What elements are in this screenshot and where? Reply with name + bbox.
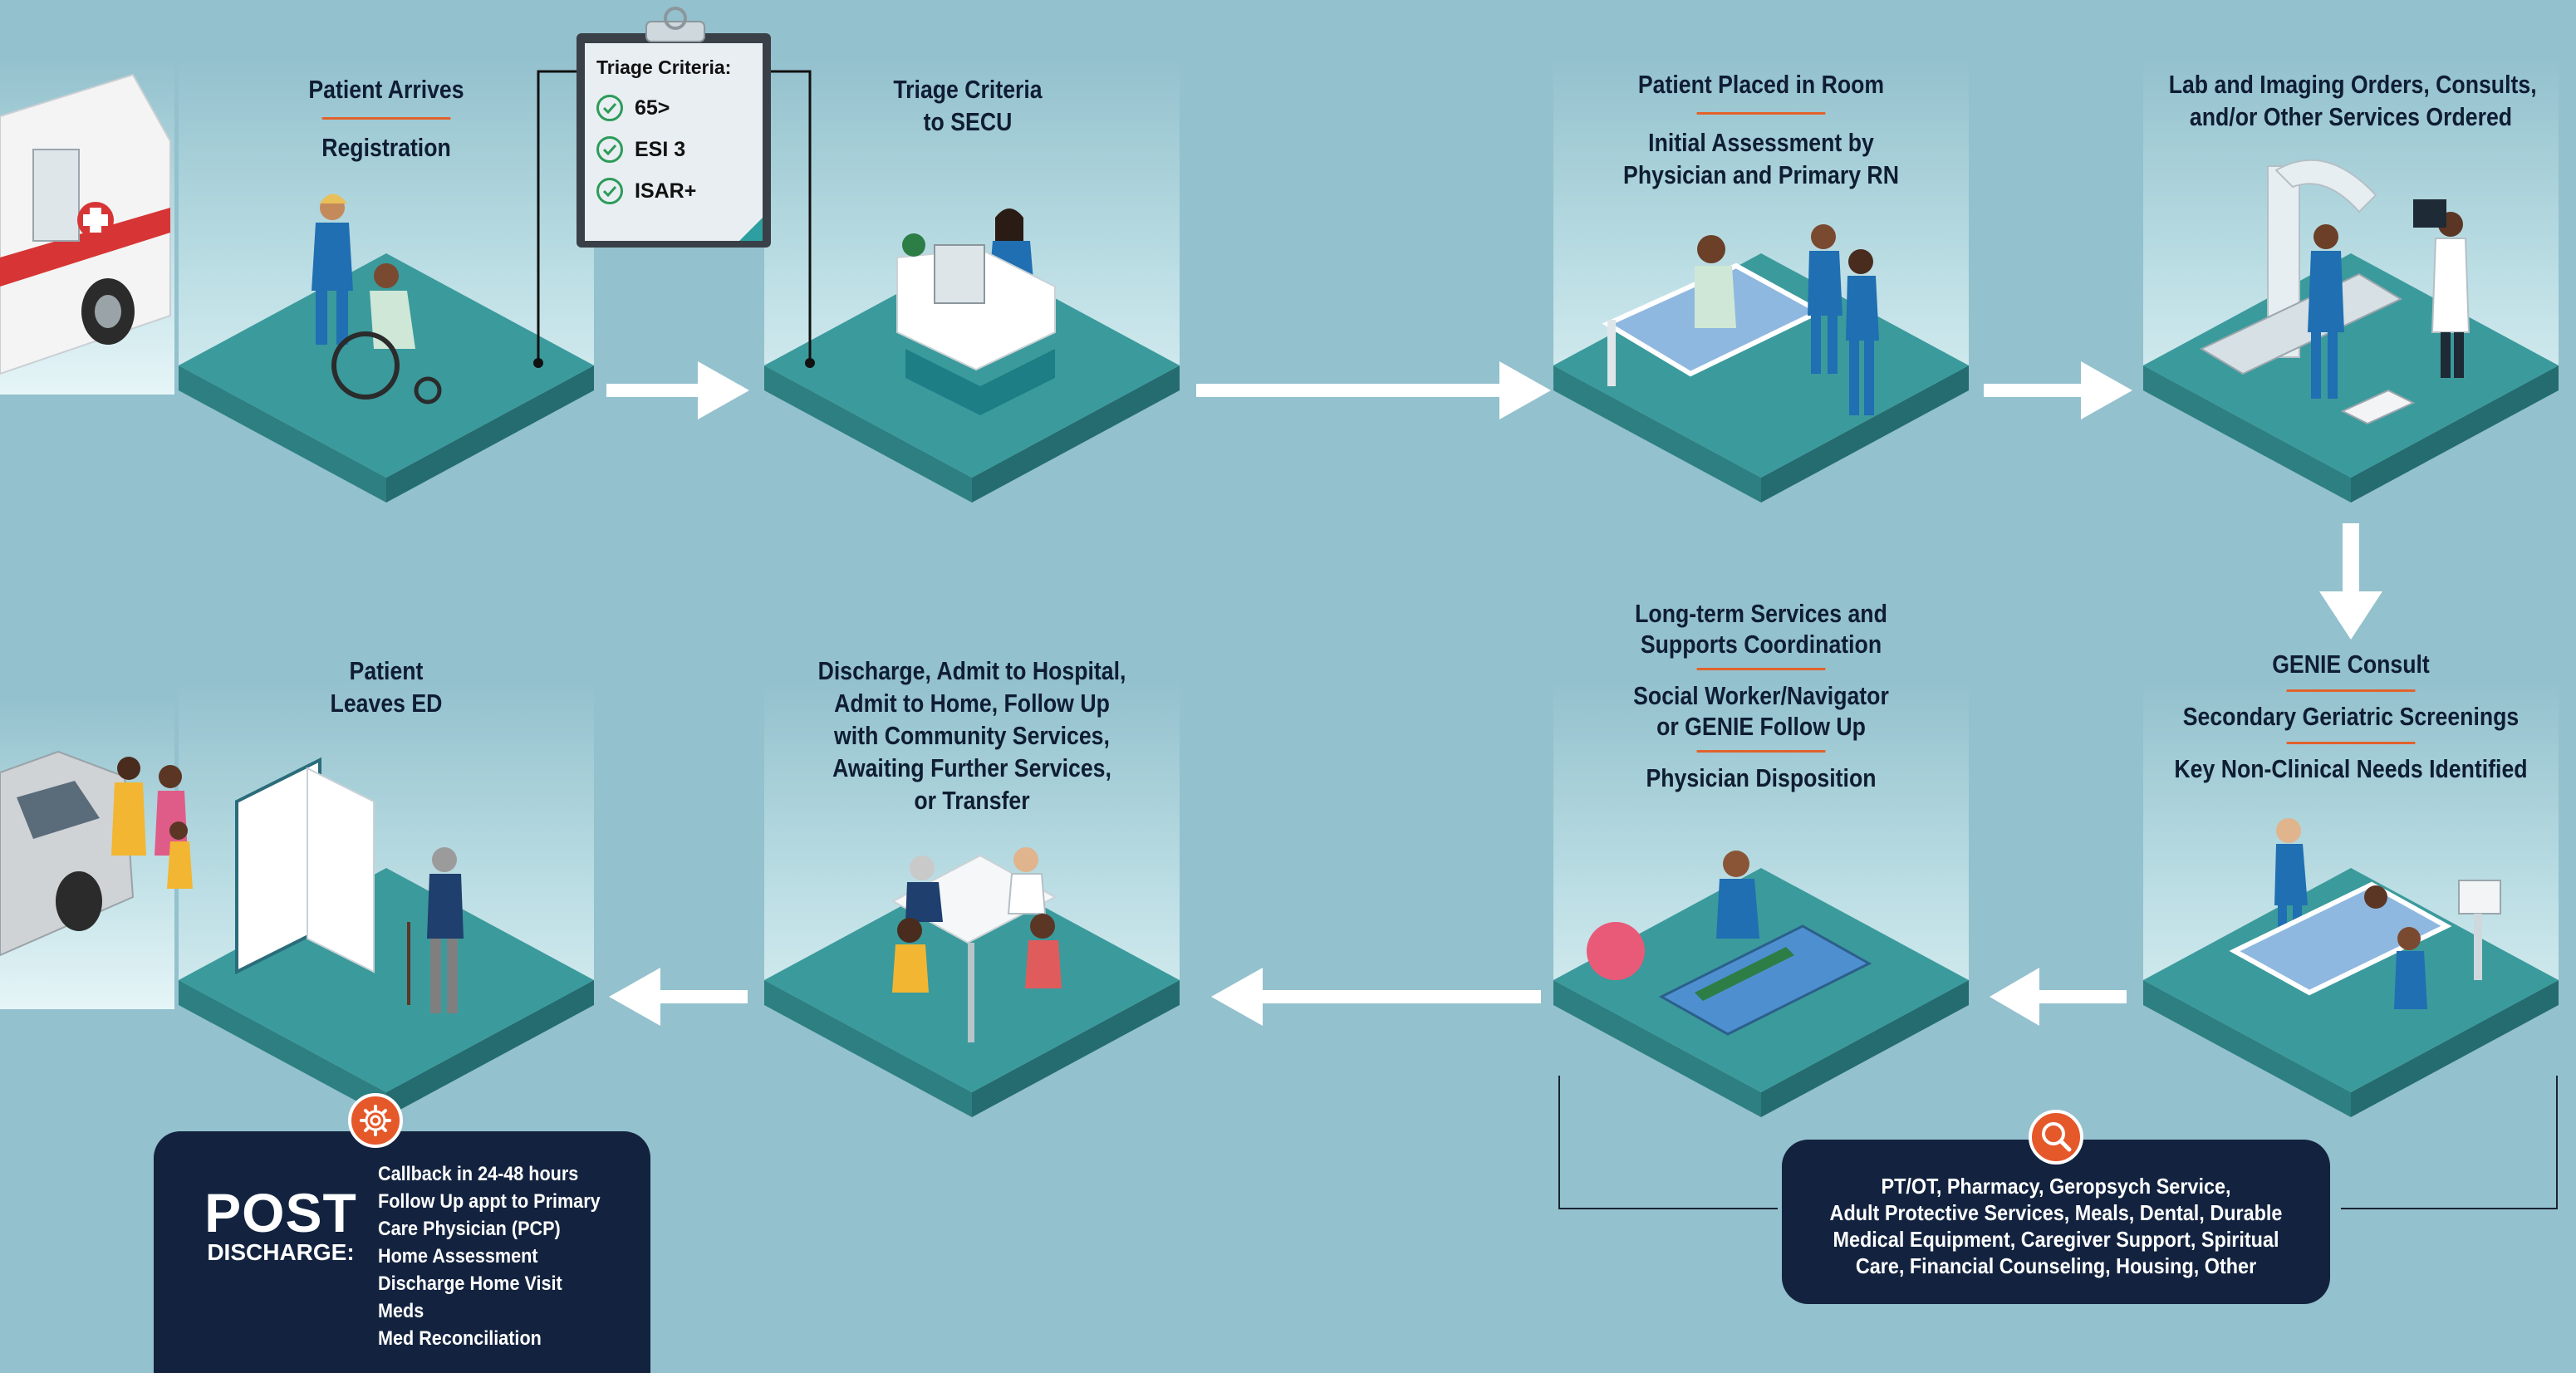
step-title: and/or Other Services Ordered bbox=[2189, 102, 2513, 131]
step-title: Lab and Imaging Orders, Consults, bbox=[2168, 70, 2537, 99]
step-patient-placed: Patient Placed in Room Initial Assessmen… bbox=[1611, 68, 1911, 191]
orange-divider bbox=[2286, 689, 2416, 692]
genie-consult-illustration bbox=[2229, 818, 2501, 1009]
step-patient-arrives: Patient Arrives Registration bbox=[243, 73, 529, 164]
step-ltss-coordination: Long-term Services and Supports Coordina… bbox=[1611, 598, 1911, 793]
triage-card-title: Triage Criteria: bbox=[596, 56, 732, 78]
imaging-illustration bbox=[2199, 159, 2471, 425]
check-circle-icon bbox=[596, 95, 623, 121]
triage-item: 65> bbox=[596, 87, 754, 129]
connector-dot bbox=[533, 358, 543, 368]
connector-dot bbox=[805, 358, 815, 368]
step-title: Patient Arrives bbox=[308, 75, 464, 104]
triage-item-label: 65> bbox=[635, 96, 670, 120]
exit-door-illustration bbox=[235, 757, 464, 1013]
triage-connector-lines bbox=[537, 70, 812, 363]
triage-item-label: ESI 3 bbox=[635, 137, 686, 161]
triage-card: Triage Criteria: 65> ESI 3 ISAR+ bbox=[596, 56, 754, 212]
ambulance-illustration bbox=[0, 73, 171, 375]
triage-item-label: ISAR+ bbox=[635, 179, 697, 203]
step-subtitle: Social Worker/Navigator bbox=[1633, 681, 1889, 710]
step-subtitle: or GENIE Follow Up bbox=[1656, 712, 1866, 741]
step-patient-leaves: Patient Leaves ED bbox=[243, 655, 529, 719]
search-icon bbox=[2029, 1110, 2083, 1165]
post-label: POST bbox=[204, 1182, 357, 1243]
step-subtitle: Secondary Geriatric Screenings bbox=[2182, 702, 2520, 731]
orange-divider bbox=[321, 117, 451, 120]
services-box: PT/OT, Pharmacy, Geropsych Service, Adul… bbox=[1782, 1140, 2330, 1304]
step-title: Triage Criteria bbox=[893, 75, 1043, 104]
step-title: Leaves ED bbox=[330, 689, 443, 718]
step-triage-secu: Triage Criteria to SECU bbox=[825, 73, 1111, 138]
step-subtitle: Initial Assessment by bbox=[1648, 128, 1874, 157]
services-bracket bbox=[1558, 1076, 2558, 1209]
post-discharge-heading: POST DISCHARGE: bbox=[202, 1182, 360, 1266]
flow-arrows bbox=[606, 361, 2382, 1026]
step-title: to SECU bbox=[923, 107, 1013, 136]
step-discharge: Discharge, Admit to Hospital, Admit to H… bbox=[797, 655, 1146, 816]
meeting-illustration bbox=[891, 847, 1062, 1042]
step-subtitle: Physician and Primary RN bbox=[1623, 160, 1899, 189]
services-line: PT/OT, Pharmacy, Geropsych Service, bbox=[1881, 1174, 2231, 1199]
step-title: Long-term Services and bbox=[1635, 599, 1887, 628]
services-list: PT/OT, Pharmacy, Geropsych Service, Adul… bbox=[1782, 1173, 2330, 1279]
step-title: Admit to Home, Follow Up bbox=[834, 689, 1110, 718]
post-discharge-list: Callback in 24-48 hours Follow Up appt t… bbox=[378, 1160, 601, 1352]
step-title: Awaiting Further Services, bbox=[832, 753, 1111, 782]
step-title: GENIE Consult bbox=[2272, 650, 2430, 679]
gear-icon bbox=[348, 1093, 403, 1148]
step-title: Supports Coordination bbox=[1640, 630, 1882, 659]
step-subtitle: Registration bbox=[321, 133, 451, 162]
list-item: Discharge Home Visit bbox=[378, 1272, 562, 1295]
list-item: Med Reconciliation bbox=[378, 1327, 542, 1350]
step-title: Patient bbox=[349, 656, 424, 685]
physical-therapy-illustration bbox=[1587, 851, 1872, 1036]
triage-item: ESI 3 bbox=[596, 129, 754, 170]
step-orders: Lab and Imaging Orders, Consults, and/or… bbox=[2168, 68, 2537, 133]
orange-divider bbox=[1696, 750, 1826, 753]
list-item: Callback in 24-48 hours bbox=[378, 1163, 579, 1185]
reception-desk-illustration bbox=[896, 208, 1056, 415]
wheelchair-patient-illustration bbox=[312, 194, 442, 405]
step-genie-consult: GENIE Consult Secondary Geriatric Screen… bbox=[2169, 650, 2534, 784]
orange-divider bbox=[1696, 112, 1826, 115]
list-item: Meds bbox=[378, 1300, 424, 1322]
step-title: with Community Services, bbox=[834, 721, 1110, 750]
orange-divider bbox=[2286, 742, 2416, 744]
step-title: or Transfer bbox=[914, 786, 1030, 815]
triage-item: ISAR+ bbox=[596, 170, 754, 212]
list-item: Home Assessment bbox=[378, 1245, 538, 1268]
step-title: Discharge, Admit to Hospital, bbox=[817, 656, 1126, 685]
services-line: Care, Financial Counseling, Housing, Oth… bbox=[1855, 1253, 2257, 1278]
orange-divider bbox=[1696, 668, 1826, 670]
services-line: Adult Protective Services, Meals, Dental… bbox=[1829, 1200, 2283, 1225]
post-discharge-box: POST DISCHARGE: Callback in 24-48 hours … bbox=[154, 1131, 650, 1373]
hospital-room-illustration bbox=[1602, 224, 1879, 415]
check-circle-icon bbox=[596, 136, 623, 163]
services-line: Medical Equipment, Caregiver Support, Sp… bbox=[1833, 1227, 2279, 1252]
list-item: Follow Up appt to Primary bbox=[378, 1190, 601, 1213]
step-subtitle: Physician Disposition bbox=[1646, 763, 1877, 792]
step-subtitle: Key Non-Clinical Needs Identified bbox=[2174, 754, 2528, 783]
discharge-label: DISCHARGE: bbox=[207, 1239, 355, 1265]
step-title: Patient Placed in Room bbox=[1637, 70, 1885, 99]
car-family-illustration bbox=[0, 750, 193, 957]
check-circle-icon bbox=[596, 178, 623, 204]
list-item: Care Physician (PCP) bbox=[378, 1218, 561, 1240]
